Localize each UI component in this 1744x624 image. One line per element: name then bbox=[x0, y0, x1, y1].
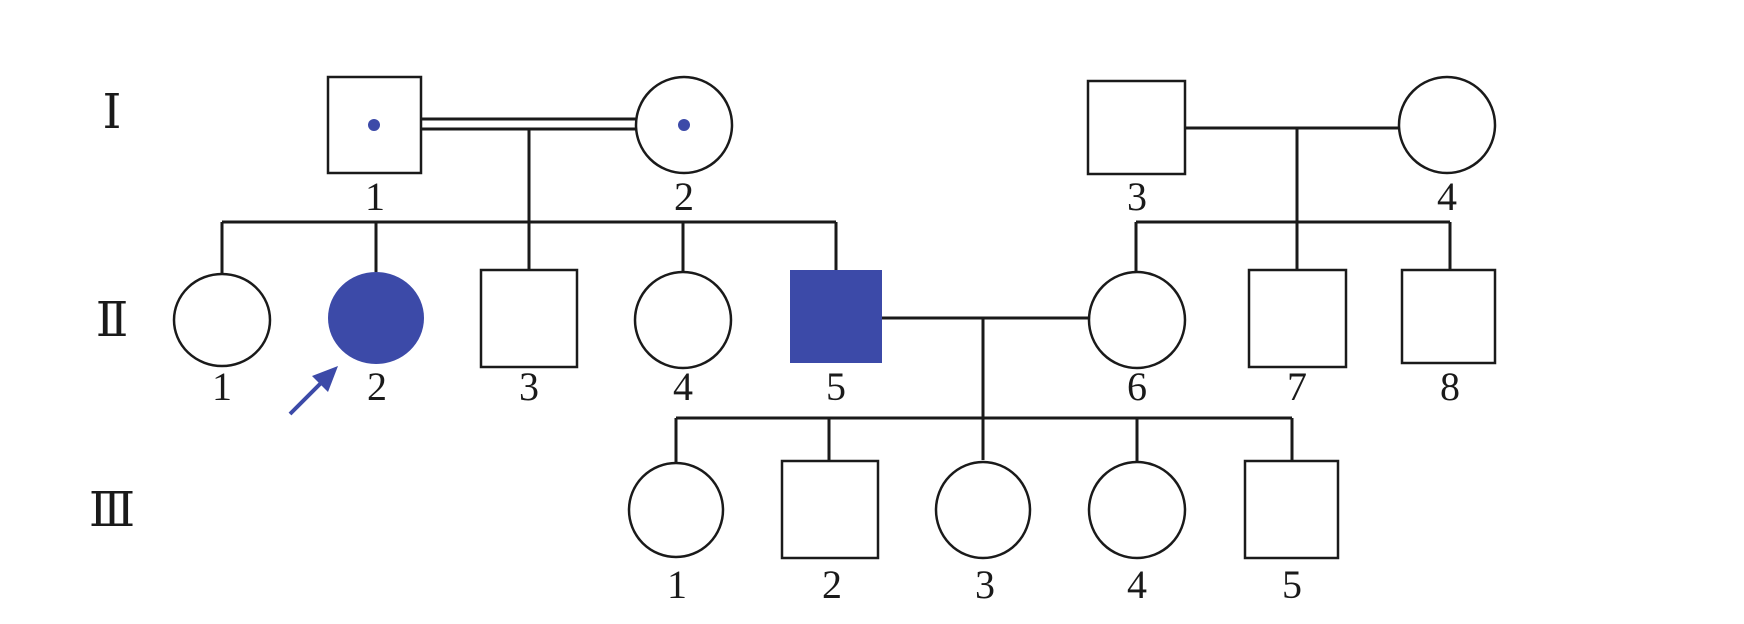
individual-number: 8 bbox=[1440, 364, 1460, 409]
individual-number: 4 bbox=[1127, 562, 1147, 607]
individual-II-7 bbox=[1247, 268, 1348, 369]
individual-number: 3 bbox=[1127, 174, 1147, 219]
individual-number: 3 bbox=[975, 562, 995, 607]
individual-III-1 bbox=[627, 461, 725, 559]
individual-I-1 bbox=[326, 75, 423, 175]
generation-label-1: Ⅰ bbox=[103, 86, 122, 139]
proband-arrow-icon bbox=[288, 366, 338, 416]
individual-number: 2 bbox=[674, 174, 694, 219]
individual-I-4 bbox=[1397, 75, 1497, 175]
individual-III-2 bbox=[780, 459, 880, 560]
individual-number: 7 bbox=[1287, 364, 1307, 409]
generation-label-3: Ⅲ bbox=[89, 484, 135, 537]
individual-number: 3 bbox=[519, 364, 539, 409]
individual-number: 5 bbox=[826, 364, 846, 409]
arrow-head bbox=[312, 366, 338, 392]
individual-number: 2 bbox=[367, 364, 387, 409]
individual-number: 6 bbox=[1127, 364, 1147, 409]
individual-I-2 bbox=[634, 75, 734, 175]
individual-III-4 bbox=[1087, 460, 1187, 560]
individual-III-5 bbox=[1243, 459, 1340, 560]
individual-number: 4 bbox=[1437, 174, 1457, 219]
individual-number: 1 bbox=[212, 364, 232, 409]
individual-number: 2 bbox=[822, 562, 842, 607]
individual-II-3 bbox=[479, 268, 579, 369]
individual-I-3 bbox=[1086, 79, 1187, 176]
individual-II-4 bbox=[633, 270, 733, 370]
individual-II-5 bbox=[790, 270, 882, 363]
individual-III-3 bbox=[934, 460, 1032, 560]
individual-number: 1 bbox=[365, 174, 385, 219]
individual-number: 4 bbox=[673, 364, 693, 409]
individual-II-2 bbox=[328, 272, 424, 364]
individual-number: 1 bbox=[667, 562, 687, 607]
male-symbol bbox=[326, 75, 423, 175]
individual-II-6 bbox=[1087, 270, 1187, 370]
carrier-dot bbox=[678, 119, 690, 131]
generation-label-2: Ⅱ bbox=[96, 294, 129, 347]
carrier-dot bbox=[368, 119, 380, 131]
individual-II-1 bbox=[172, 272, 272, 368]
individual-II-8 bbox=[1400, 268, 1497, 365]
individual-number: 5 bbox=[1282, 562, 1302, 607]
